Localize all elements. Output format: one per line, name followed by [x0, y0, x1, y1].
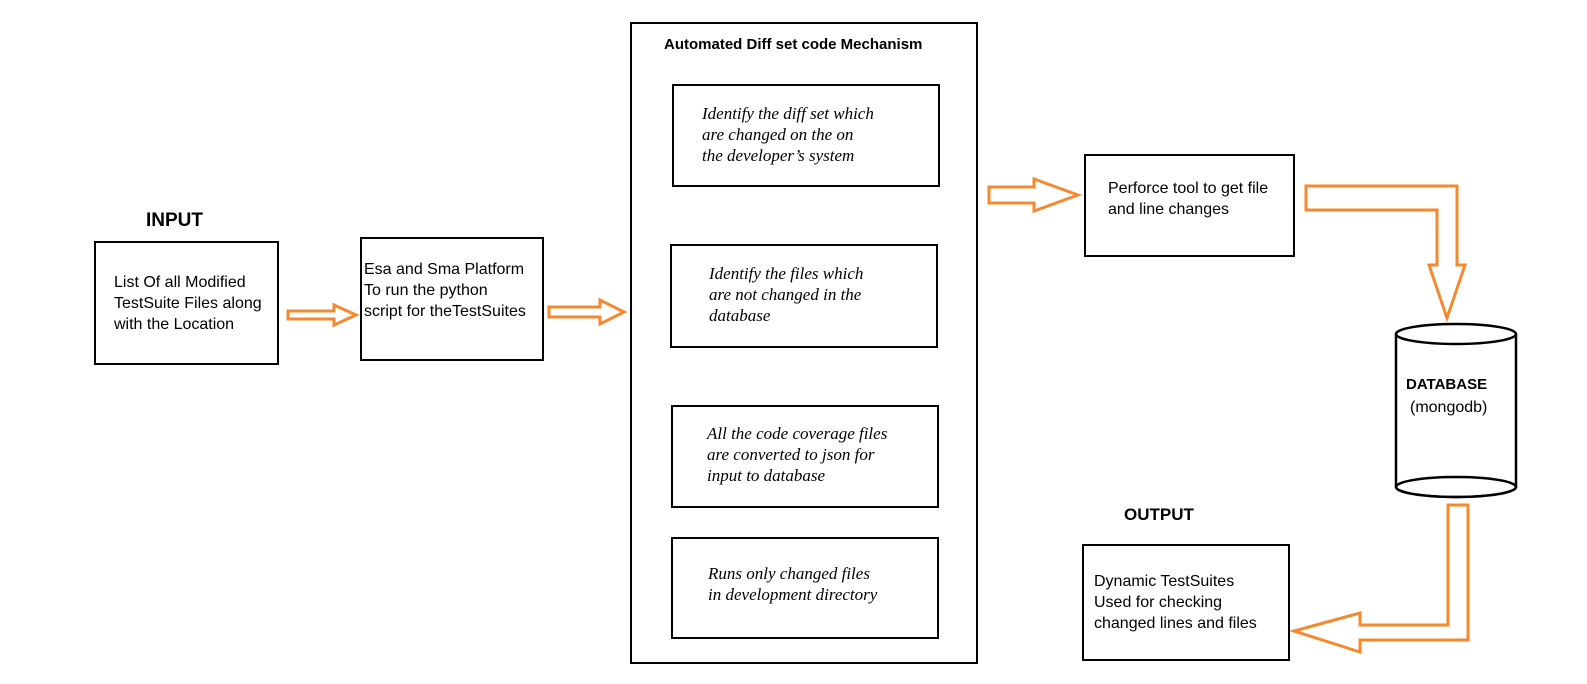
- step-convert-json-box: [671, 405, 939, 508]
- output-label: OUTPUT: [1124, 505, 1194, 524]
- database-label: DATABASE: [1406, 376, 1488, 393]
- perforce-text: Perforce tool to get file and line chang…: [1108, 180, 1269, 218]
- step-unchanged-files-box: [670, 244, 938, 348]
- dynamic-testsuites-box: [1082, 544, 1290, 661]
- mechanism-title: Automated Diff set code Mechanism: [664, 36, 923, 53]
- arrow-mechanism-to-perforce: [987, 176, 1083, 214]
- step-unchanged-files-text: Identify the files which are not changed…: [709, 264, 864, 325]
- platform-text: Esa and Sma Platform To run the python s…: [364, 261, 526, 320]
- arrow-platform-to-mechanism: [547, 297, 628, 327]
- step-run-changed-text: Runs only changed files in development d…: [708, 564, 878, 604]
- database-sub-label: (mongodb): [1410, 399, 1488, 416]
- arrow-database-to-output: [1288, 503, 1470, 655]
- platform-box: [360, 237, 544, 361]
- arrow-input-to-platform: [286, 302, 360, 328]
- step-convert-json-text: All the code coverage files are converte…: [707, 424, 888, 485]
- perforce-box: [1084, 154, 1295, 257]
- input-label: INPUT: [146, 210, 203, 231]
- modified-files-text: List Of all Modified TestSuite Files alo…: [114, 274, 262, 333]
- step-identify-diff-text: Identify the diff set which are changed …: [702, 104, 874, 165]
- modified-files-box: [94, 241, 279, 365]
- dynamic-testsuites-text: Dynamic TestSuites Used for checking cha…: [1094, 573, 1257, 632]
- step-identify-diff-box: [672, 84, 940, 187]
- arrow-perforce-to-database: [1304, 184, 1468, 323]
- step-run-changed-box: [671, 537, 939, 639]
